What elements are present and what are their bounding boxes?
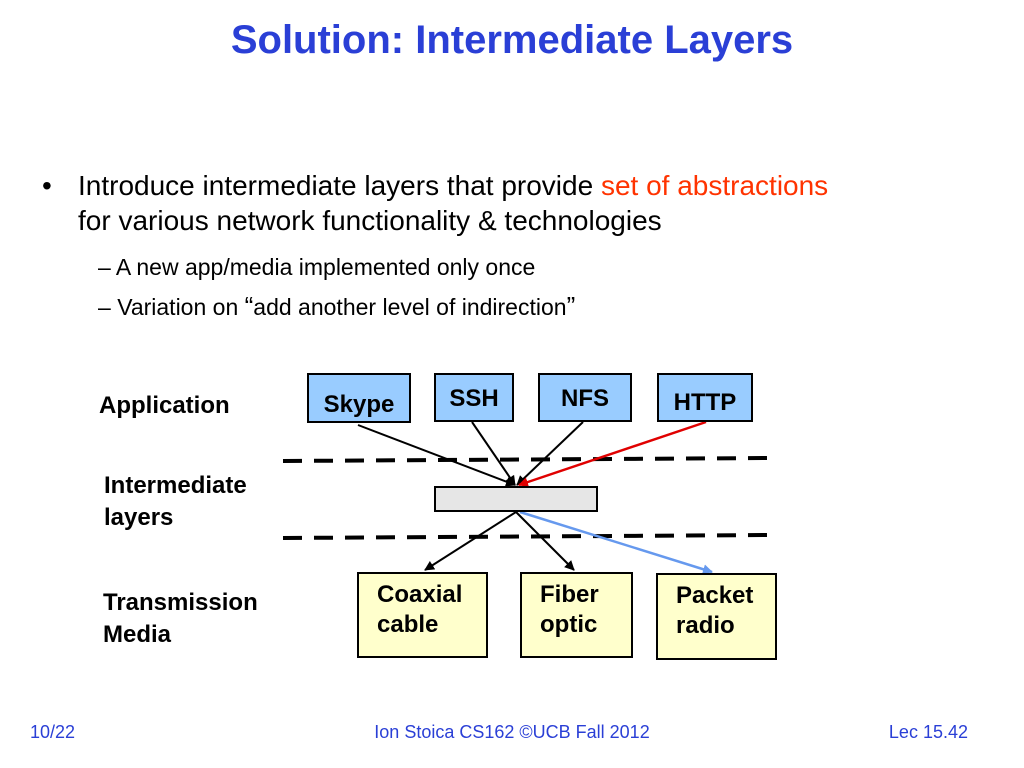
app-label: NFS <box>561 385 609 412</box>
media-label-line1: Fiber <box>540 581 599 608</box>
coaxial-arrow <box>424 511 517 571</box>
quote-text: add another level of indirection <box>253 294 567 320</box>
app-box-ssh: SSH <box>434 373 514 422</box>
intermediate-label-line2: layers <box>104 504 174 531</box>
sub-bullet-2: – Variation on “add another level of ind… <box>98 292 575 321</box>
footer-page-number: 10/22 <box>30 722 76 742</box>
close-quote: ” <box>566 291 576 321</box>
sub-bullet-dash: – <box>98 294 111 320</box>
bullet-marker: • <box>42 170 52 201</box>
media-label-line2: radio <box>676 612 735 639</box>
sub-bullet-1: – A new app/media implemented only once <box>98 253 535 281</box>
media-label-line1: Packet <box>676 582 754 609</box>
skype-arrow <box>357 424 516 487</box>
main-bullet-line1: Introduce intermediate layers that provi… <box>78 168 1002 203</box>
app-label: HTTP <box>673 389 737 416</box>
transmission-media-label: Transmission Media <box>103 587 258 651</box>
transmission-label-line2: Media <box>103 621 172 648</box>
open-quote: “ <box>244 291 254 321</box>
media-box-packet-radio: Packet radio <box>656 573 777 660</box>
intermediate-layers-label: Intermediate layers <box>104 470 247 534</box>
intermediate-label-line1: Intermediate <box>104 472 247 499</box>
app-box-http: HTTP <box>657 373 753 422</box>
media-label-line2: cable <box>377 611 439 638</box>
sub-bullet-text: A new app/media implemented only once <box>115 254 536 280</box>
lower-dashed-divider <box>282 533 769 540</box>
media-box-fiber: Fiber optic <box>520 572 633 658</box>
packet-radio-arrow <box>519 510 713 575</box>
sub-bullet-dash: – <box>98 254 111 280</box>
nfs-arrow <box>516 421 584 486</box>
highlight-text: set of abstractions <box>600 170 829 201</box>
intermediate-layer-box <box>434 486 598 512</box>
ssh-arrow <box>471 421 516 486</box>
media-box-coaxial: Coaxial cable <box>357 572 488 658</box>
application-label: Application <box>99 392 230 419</box>
app-box-nfs: NFS <box>538 373 632 422</box>
app-label: SSH <box>449 385 499 412</box>
main-bullet-text: Introduce intermediate layers that provi… <box>78 170 601 201</box>
media-label-line2: optic <box>540 611 598 638</box>
footer-lecture-number: Lec 15.42 <box>888 722 968 742</box>
media-label-line1: Coaxial <box>377 581 463 608</box>
fiber-arrow <box>515 511 575 571</box>
transmission-label-line1: Transmission <box>103 589 258 616</box>
app-label: Skype <box>323 391 395 418</box>
main-bullet-line2: for various network functionality & tech… <box>78 205 662 236</box>
slide-title: Solution: Intermediate Layers <box>230 18 794 62</box>
footer-course-info: Ion Stoica CS162 ©UCB Fall 2012 <box>374 722 650 742</box>
app-box-skype: Skype <box>307 373 411 423</box>
main-bullet: • Introduce intermediate layers that pro… <box>42 168 1002 238</box>
http-arrow <box>518 420 707 487</box>
upper-dashed-divider <box>282 456 769 463</box>
sub-bullet-text: Variation on <box>117 294 245 320</box>
